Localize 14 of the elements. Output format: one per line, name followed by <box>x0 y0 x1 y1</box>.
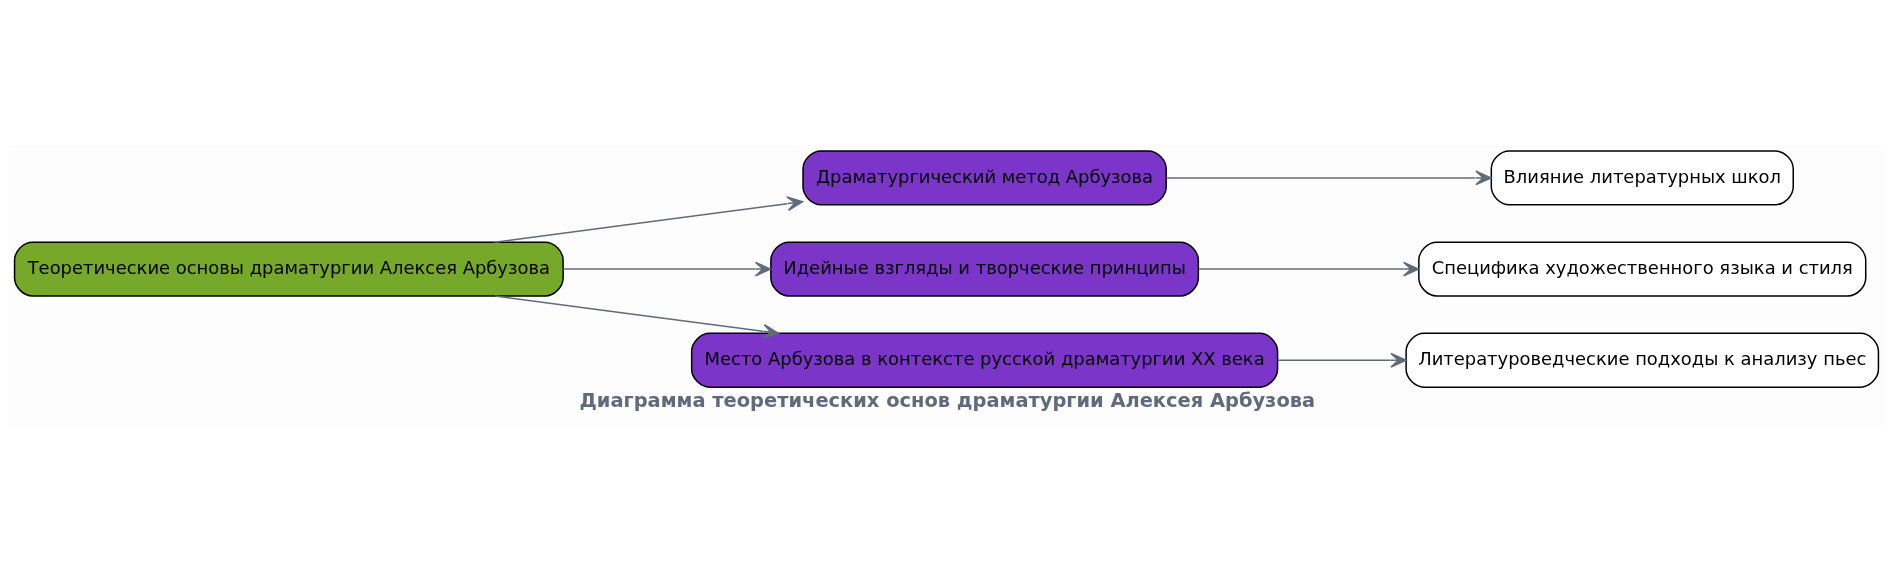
node-box: Влияние литературных школ <box>1490 149 1794 206</box>
diagram-title: Диаграмма теоретических основ драматургии Алексея Арбузова <box>579 388 1316 412</box>
node-box: Теоретические основы драматургии Алексея Арбузова <box>13 240 564 297</box>
arrow <box>1277 352 1407 368</box>
node-box: Литературоведческие подходы к анализу пьес <box>1405 332 1880 388</box>
node-box: Идейные взгляды и творческие принципы <box>770 240 1200 297</box>
node-box: Место Арбузова в контексте русской драматургии XX века <box>690 332 1279 388</box>
arrow <box>494 195 804 243</box>
arrow <box>1165 169 1492 185</box>
arrow <box>562 261 772 277</box>
arrow <box>1197 261 1420 277</box>
node-box: Драматургический метод Арбузова <box>802 149 1167 206</box>
node-box: Специфика художественного языка и стиля <box>1418 240 1867 297</box>
arrow <box>494 294 780 339</box>
